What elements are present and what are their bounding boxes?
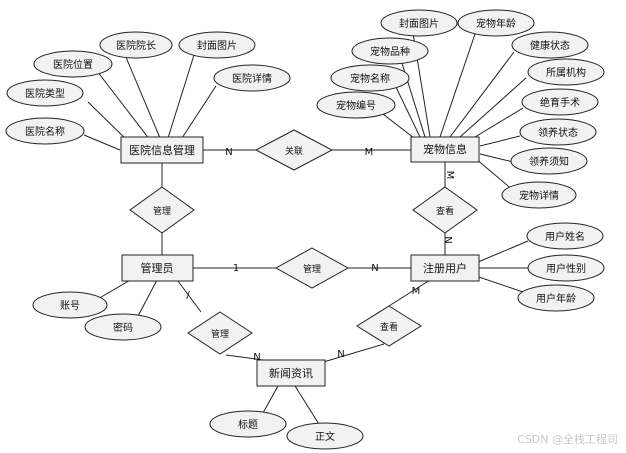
cardinality-labels: N M 1 N M N / N M N — [186, 147, 455, 363]
card-hospital-pet-n: N — [225, 147, 232, 158]
edges — [83, 32, 529, 430]
attr-label: 领养状态 — [538, 126, 578, 139]
entity-label: 注册用户 — [423, 261, 467, 275]
attr-pet-breed: 宠物品种 — [351, 37, 429, 65]
attr-admin-password: 密码 — [84, 313, 162, 341]
attr-label: 领养须知 — [529, 155, 569, 168]
entity-label: 管理员 — [141, 261, 174, 275]
attr-label: 用户姓名 — [545, 230, 585, 243]
attr-label: 封面图片 — [399, 17, 439, 30]
attr-pet-age: 宠物年龄 — [457, 9, 535, 37]
attr-label: 用户性别 — [546, 262, 586, 275]
attr-label: 医院名称 — [25, 125, 65, 138]
attr-label: 宠物编号 — [336, 99, 376, 112]
attr-pet-sterilization: 绝育手术 — [521, 88, 599, 116]
attr-pet-organization: 所属机构 — [527, 58, 605, 86]
relation-label: 管理 — [303, 263, 321, 275]
attr-label: 宠物名称 — [350, 72, 390, 85]
attr-label: 账号 — [60, 300, 80, 312]
attr-hospital-cover-image: 封面图片 — [178, 31, 256, 59]
relation-admin-news: 管理 — [187, 311, 253, 355]
attr-label: 标题 — [238, 419, 258, 431]
attr-label: 宠物品种 — [370, 45, 410, 58]
attr-pet-adoption-status: 领养状态 — [519, 118, 597, 146]
entity-news: 新闻资讯 — [256, 359, 326, 387]
attr-label: 医院位置 — [53, 58, 93, 71]
entity-registered-user: 注册用户 — [410, 254, 480, 282]
entity-label: 医院信息管理 — [129, 143, 195, 157]
watermark: CSDN @全栈工程司 — [517, 433, 618, 446]
attr-pet-name: 宠物名称 — [330, 64, 410, 92]
attr-label: 宠物详情 — [519, 189, 559, 202]
relation-label: 查看 — [380, 321, 398, 333]
attr-hospital-director: 医院院长 — [99, 31, 173, 59]
card-admin-news-1: / — [186, 290, 190, 301]
attr-pet-health-status: 健康状态 — [511, 31, 589, 59]
relation-admin-user: 管理 — [274, 247, 350, 289]
attr-news-body: 正文 — [286, 422, 364, 450]
entity-admin: 管理员 — [121, 254, 194, 282]
attr-label: 医院类型 — [25, 87, 65, 100]
attr-label: 封面图片 — [197, 39, 237, 52]
relation-hospital-pet: 关联 — [254, 129, 334, 171]
attr-pet-cover-image: 封面图片 — [380, 9, 458, 37]
relation-label: 管理 — [153, 205, 171, 217]
attr-hospital-details: 医院详情 — [213, 64, 291, 92]
relation-hospital-admin: 管理 — [129, 186, 195, 234]
card-admin-user-1: 1 — [233, 263, 239, 274]
card-pet-user-n: N — [442, 236, 453, 243]
attr-pet-id: 宠物编号 — [316, 91, 396, 119]
attr-label: 宠物年龄 — [476, 17, 516, 30]
attr-user-name: 用户姓名 — [526, 222, 604, 250]
relation-user-news: 查看 — [356, 305, 422, 347]
attr-hospital-location: 医院位置 — [33, 50, 113, 78]
attr-label: 所属机构 — [546, 66, 586, 79]
attr-news-title: 标题 — [209, 410, 287, 438]
attr-user-age: 用户年龄 — [517, 284, 595, 312]
relation-label: 关联 — [285, 145, 303, 157]
attr-user-gender: 用户性别 — [527, 254, 605, 282]
relation-label: 管理 — [211, 328, 229, 340]
attr-label: 绝育手术 — [540, 96, 580, 109]
attr-label: 密码 — [113, 321, 133, 334]
attr-hospital-type: 医院类型 — [6, 79, 84, 107]
attr-label: 健康状态 — [530, 39, 570, 52]
entity-label: 新闻资讯 — [269, 366, 313, 380]
card-admin-user-n: N — [371, 263, 378, 274]
card-user-news-n: N — [337, 349, 344, 360]
card-hospital-pet-m: M — [365, 147, 374, 158]
attr-pet-adoption-notes: 领养须知 — [510, 147, 588, 175]
attr-label: 用户年龄 — [536, 292, 576, 305]
card-pet-user-m: M — [444, 171, 455, 180]
entity-hospital-management: 医院信息管理 — [120, 136, 204, 164]
card-user-news-m: M — [412, 286, 421, 297]
attr-admin-account: 账号 — [32, 291, 108, 319]
attr-label: 医院详情 — [232, 72, 272, 85]
relation-label: 查看 — [436, 205, 454, 217]
attr-label: 医院院长 — [116, 39, 156, 52]
card-admin-news-n: N — [253, 352, 260, 363]
entity-pet-info: 宠物信息 — [410, 136, 480, 163]
attr-hospital-name: 医院名称 — [5, 117, 85, 145]
attr-pet-details: 宠物详情 — [501, 181, 577, 209]
attr-label: 正文 — [315, 430, 335, 443]
entity-label: 宠物信息 — [423, 142, 467, 156]
relation-pet-user: 查看 — [412, 186, 478, 234]
